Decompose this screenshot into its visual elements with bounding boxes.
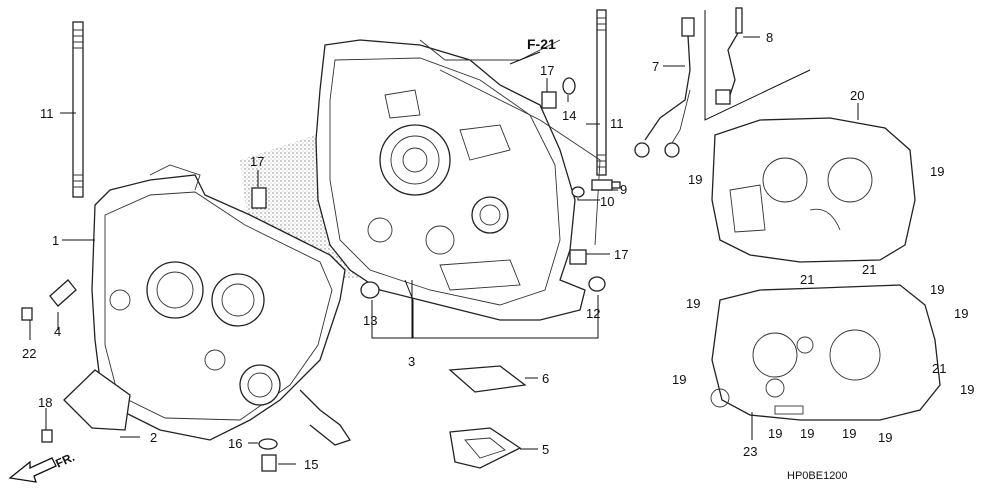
dowel-pin-17b [541,91,557,109]
callout-22: 22 [22,346,36,361]
plate-2 [63,369,131,431]
callout-17a: 17 [250,154,264,169]
callout-21b: 21 [862,262,876,277]
stud-bolt-left [72,21,84,198]
front-arrow-icon [8,457,57,483]
bearing-12 [588,276,606,292]
callout-8: 8 [766,30,773,45]
gasket-20 [711,117,916,263]
callout-19e: 19 [954,306,968,321]
callout-19k: 19 [878,430,892,445]
callout-19i: 19 [800,426,814,441]
callout-3: 3 [408,354,415,369]
callout-21a: 21 [800,272,814,287]
dowel-pin-17a [251,187,267,209]
callout-1: 1 [52,233,59,248]
callout-19c: 19 [930,282,944,297]
callout-19b: 19 [930,164,944,179]
callout-19d: 19 [686,296,700,311]
callout-21c: 21 [932,361,946,376]
screen-6 [448,365,527,393]
callout-9: 9 [620,182,627,197]
callout-15: 15 [304,457,318,472]
callout-19g: 19 [960,382,974,397]
callout-18: 18 [38,395,52,410]
callout-7: 7 [652,59,659,74]
hose-bracket-line [704,10,811,121]
callout-13: 13 [363,313,377,328]
o-ring-14 [562,77,576,95]
callout-4: 4 [54,324,61,339]
stud-bolt-right [596,9,607,176]
bolt-18 [41,429,53,443]
callout-17c: 17 [614,247,628,262]
strainer-5 [449,427,522,469]
dowel-pin-17c [569,249,587,265]
leader-lines [29,36,859,465]
callout-23: 23 [743,444,757,459]
drain-plug-15 [261,454,277,472]
callout-11a: 11 [40,106,54,121]
bearing-13 [360,281,380,299]
callout-19a: 19 [688,172,702,187]
callout-20: 20 [850,88,864,103]
callout-16: 16 [228,436,242,451]
wire-harness-7 [634,17,695,158]
washer-16 [258,438,278,450]
callout-19j: 19 [842,426,856,441]
hose-8 [715,7,743,105]
neutral-switch-9 [591,179,621,191]
callout-11b: 11 [610,116,624,131]
ref-label: F-21 [527,36,556,52]
bracket-4 [49,279,77,307]
callout-2: 2 [150,430,157,445]
right-crankcase [315,39,586,321]
crankcase-cover-21 [710,284,941,421]
callout-19h: 19 [768,426,782,441]
left-crankcase [91,164,352,446]
callout-17b: 17 [540,63,554,78]
callout-14: 14 [562,108,576,123]
callout-10: 10 [600,194,614,209]
diagram-code: HP0BE1200 [787,470,848,482]
front-label: FR. [53,450,76,471]
callout-6: 6 [542,371,549,386]
callout-19f: 19 [672,372,686,387]
bolt-22 [21,307,33,321]
callout-5: 5 [542,442,549,457]
washer-10 [571,186,585,198]
callout-12: 12 [586,306,600,321]
